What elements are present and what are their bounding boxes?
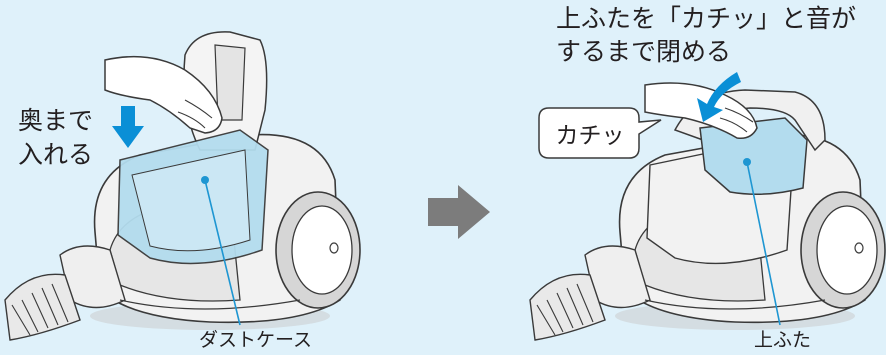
instruction-line-2-left: 入れる	[18, 140, 94, 169]
dust-case-label: ダストケース	[199, 329, 313, 351]
click-speech-bubble	[538, 107, 662, 159]
press-lid-arrow-icon	[697, 72, 741, 122]
vacuum-illustration-right	[529, 72, 886, 341]
dust-case-leader-line	[204, 179, 241, 326]
hand-shape-left	[104, 55, 223, 134]
instruction-line-1-left: 奥まで	[18, 106, 94, 135]
top-lid-label: 上ふた	[754, 329, 812, 351]
next-step-arrow-icon	[428, 185, 490, 239]
push-down-arrow-icon	[112, 106, 144, 148]
top-lid-leader-line	[746, 161, 781, 326]
vacuum-illustration-left	[4, 31, 361, 341]
instruction-line-2-right: するまで閉める	[556, 37, 732, 66]
click-bubble-text: カチッ	[555, 123, 625, 149]
instruction-line-1-right: 上ふたを「カチッ」と音が	[556, 4, 857, 33]
top-lid-shape	[699, 117, 808, 195]
